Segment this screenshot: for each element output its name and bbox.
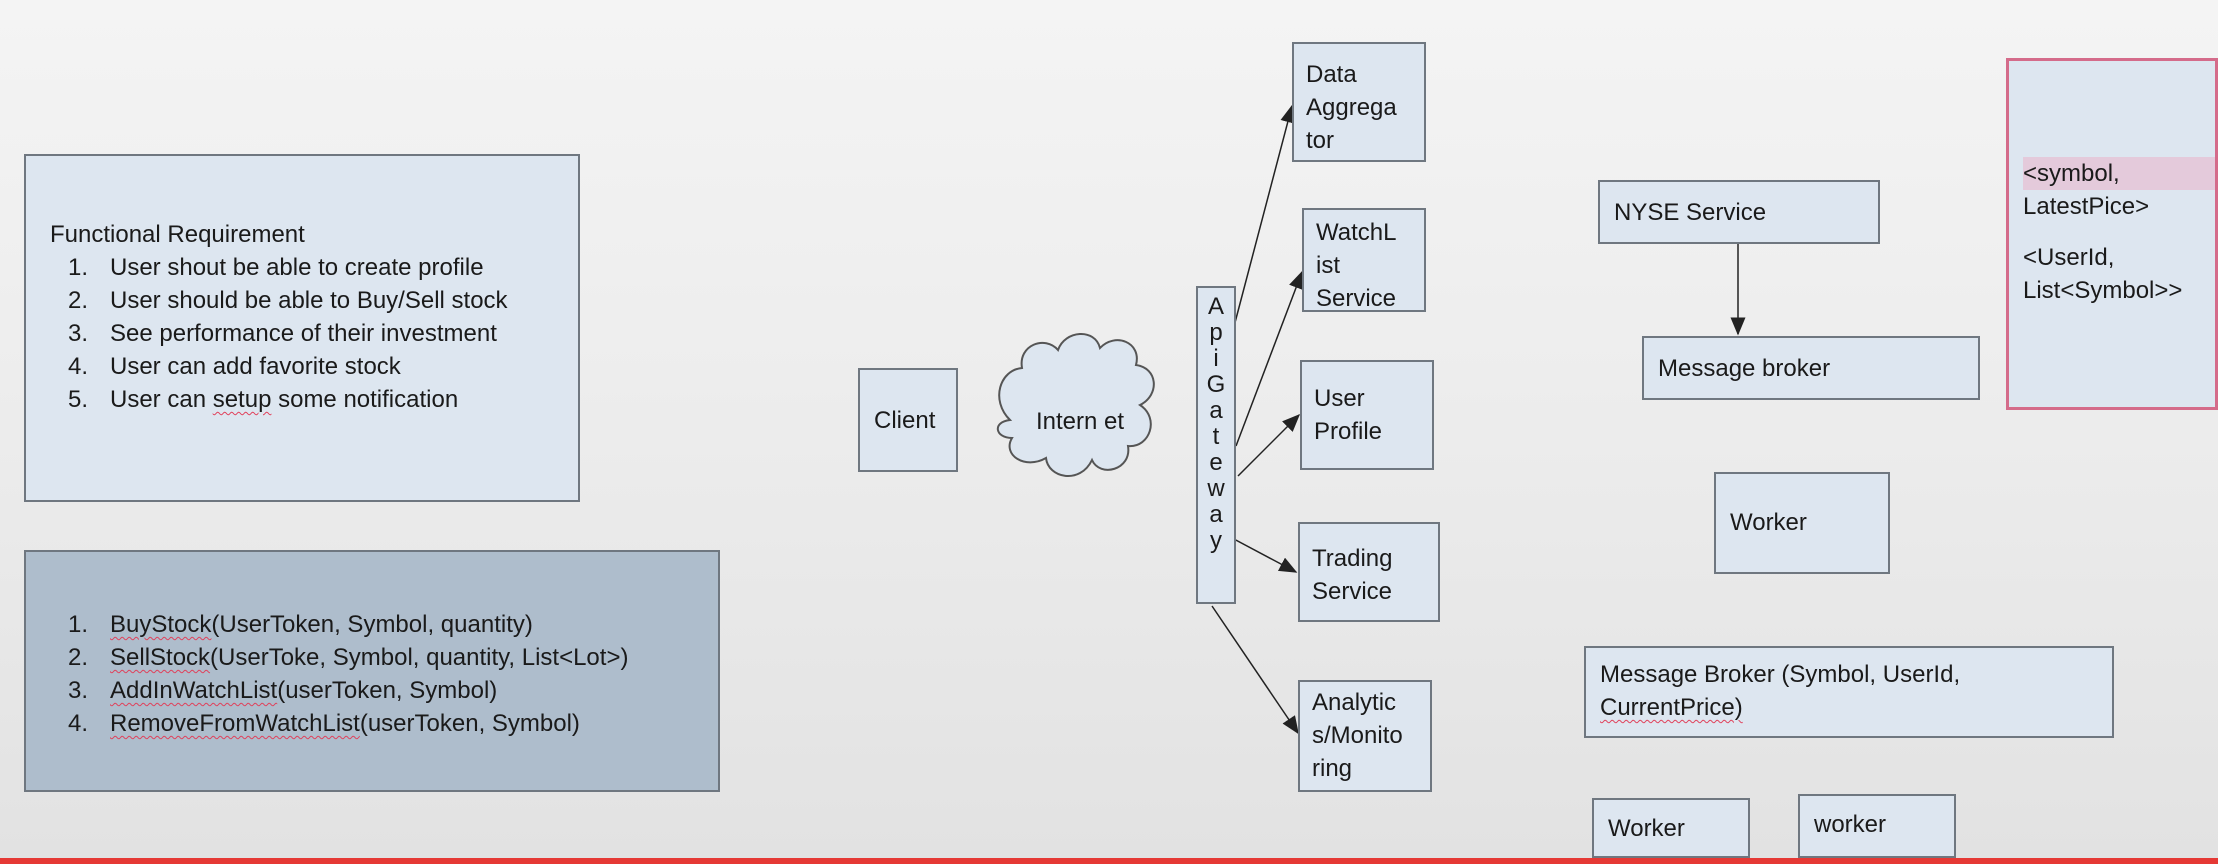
arrow-gateway-analytics	[1211, 605, 1299, 735]
requirements-list: 1.User shout be able to create profile 2…	[40, 251, 564, 416]
api-gateway-box: A p i G a t e w a y	[1196, 286, 1236, 604]
worker-box: Worker	[1714, 472, 1890, 574]
list-item: 4.RemoveFromWatchList(userToken, Symbol)	[68, 710, 580, 737]
trading-service-box: Trading Service	[1298, 522, 1440, 622]
nyse-service-box: NYSE Service	[1598, 180, 1880, 244]
data-aggregator-box: Data Aggrega tor	[1292, 42, 1426, 162]
api-list: 1.BuyStock(UserToken, Symbol, quantity) …	[40, 608, 704, 740]
watchlist-service-box: WatchL ist Service	[1302, 208, 1426, 312]
cache-box: <symbol, LatestPice> <UserId, List<Symbo…	[2006, 58, 2218, 410]
list-item: 3.AddInWatchList(userToken, Symbol)	[68, 677, 498, 704]
message-broker-detailed-box: Message Broker (Symbol, UserId, CurrentP…	[1584, 646, 2114, 738]
arrow-gateway-trading	[1231, 537, 1298, 573]
list-item: 3.See performance of their investment	[68, 320, 497, 347]
functional-requirements-box: Functional Requirement 1.User shout be a…	[24, 154, 580, 502]
list-item: 2.SellStock(UserToke, Symbol, quantity, …	[68, 644, 629, 671]
client-box: Client	[858, 368, 958, 472]
worker-box-a: Worker	[1592, 798, 1750, 858]
list-item: 2.User should be able to Buy/Sell stock	[68, 287, 508, 314]
list-item: 1.BuyStock(UserToken, Symbol, quantity)	[68, 611, 533, 638]
client-label: Client	[874, 407, 936, 434]
worker-box-b: worker	[1798, 794, 1956, 858]
arrow-gateway-aggregator	[1231, 104, 1296, 335]
list-item: 5.User can setup some notification	[68, 386, 459, 413]
arrow-gateway-user-profile	[1237, 413, 1301, 477]
internet-cloud-shape	[996, 333, 1155, 478]
list-item: 1.User shout be able to create profile	[68, 254, 484, 281]
internet-label: Intern et	[1036, 408, 1125, 435]
list-item: 4.User can add favorite stock	[68, 353, 401, 380]
api-list-box: 1.BuyStock(UserToken, Symbol, quantity) …	[24, 550, 720, 792]
arrow-gateway-watchlist	[1235, 270, 1304, 447]
analytics-monitoring-box: Analytic s/Monito ring	[1298, 680, 1432, 792]
requirements-heading: Functional Requirement	[50, 221, 305, 248]
message-broker-box: Message broker	[1642, 336, 1980, 400]
progress-bar	[0, 858, 2218, 864]
user-profile-box: User Profile	[1300, 360, 1434, 470]
